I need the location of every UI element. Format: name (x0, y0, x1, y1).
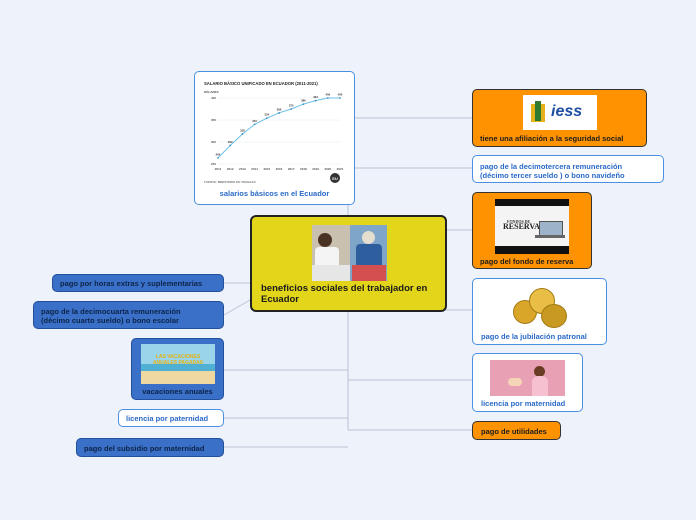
fondos-logo-main: RESERVA (503, 222, 540, 231)
data-point (290, 108, 293, 110)
decimocuarta-label: pago de la decimocuarta remuneración (dé… (41, 307, 181, 325)
x-tick-label: 2015 (263, 167, 270, 171)
x-tick-label: 2016 (276, 167, 283, 171)
fondos-reserva-image: FONDOS DE RESERVA (495, 199, 569, 254)
chart-grid (218, 97, 340, 165)
vacaciones-label: vacaciones anuales (142, 387, 213, 396)
data-point (278, 112, 280, 114)
paternidad-label: licencia por paternidad (126, 414, 209, 423)
paternidad-node[interactable]: licencia por paternidad (118, 409, 224, 427)
data-point (314, 99, 317, 102)
vacaciones-node[interactable]: LAS VACACIONES ANUALES PAGADAS vacacione… (131, 338, 224, 400)
jubilacion-node[interactable]: pago de la jubilación patronal (472, 278, 607, 345)
y-tick-label: 400 (211, 96, 216, 100)
x-tick-label: 2013 (239, 167, 246, 171)
data-point (339, 97, 341, 99)
decimotercera-label: pago de la decimotercera remuneración (d… (480, 162, 625, 180)
salarios-caption: salarios básicos en el Ecuador (219, 189, 330, 198)
data-label: 340 (252, 119, 257, 123)
iess-label: tiene una afiliación a la seguridad soci… (480, 134, 624, 143)
x-tick-label: 2020 (324, 167, 331, 171)
subsidio-maternidad-node[interactable]: pago del subsidio por maternidad (76, 438, 224, 457)
central-title: beneficios sociales del trabajador en Ec… (261, 283, 428, 305)
x-tick-label: 2011 (215, 167, 222, 171)
data-label: 375 (289, 104, 294, 108)
data-label: 264 (216, 152, 221, 156)
data-point (326, 97, 329, 99)
salary-chart-unit: DÓLARES (204, 89, 219, 94)
utilidades-label: pago de utilidades (481, 427, 547, 436)
x-tick-label: 2021 (337, 167, 344, 171)
data-point (265, 117, 268, 120)
data-point (253, 123, 256, 126)
jubilacion-label: pago de la jubilación patronal (481, 332, 587, 341)
y-tick-label: 350 (211, 118, 216, 122)
licencia-maternidad-label: licencia por maternidad (481, 399, 566, 408)
workers-photo (312, 225, 387, 281)
data-label: 292 (228, 140, 233, 144)
data-point (217, 156, 219, 159)
eu-badge-icon (330, 173, 340, 183)
data-point (241, 133, 244, 135)
x-tick-label: 2017 (288, 167, 295, 171)
chart-series: 264 292 318 340 354 366 375 386 394 400 400 (216, 93, 343, 159)
data-label: 394 (313, 95, 318, 99)
x-tick-label: 2012 (227, 167, 234, 171)
data-point (302, 103, 305, 106)
data-label: 354 (264, 113, 269, 117)
salarios-card[interactable]: SALARIO BÁSICO UNIFICADO EN ECUADOR (201… (194, 71, 355, 205)
vacaciones-image: LAS VACACIONES ANUALES PAGADAS (141, 344, 215, 384)
salary-chart: SALARIO BÁSICO UNIFICADO EN ECUADOR (201… (204, 81, 344, 184)
fondo-reserva-label: pago del fondo de reserva (480, 257, 574, 266)
salary-chart-source: FUENTE: MINISTERIO DE TRABAJO (204, 180, 256, 184)
fondo-reserva-node[interactable]: FONDOS DE RESERVA pago del fondo de rese… (472, 192, 592, 269)
utilidades-node[interactable]: pago de utilidades (472, 421, 561, 440)
licencia-maternidad-node[interactable]: licencia por maternidad (472, 353, 583, 412)
coins-image (505, 284, 571, 329)
decimotercera-node[interactable]: pago de la decimotercera remuneración (d… (472, 155, 664, 183)
data-label: 366 (277, 107, 282, 111)
y-tick-label: 300 (211, 140, 216, 144)
x-tick-label: 2018 (300, 167, 307, 171)
horas-extras-label: pago por horas extras y suplementarias (60, 279, 203, 288)
decimocuarta-node[interactable]: pago de la decimocuarta remuneración (dé… (33, 301, 224, 329)
data-label: 386 (301, 99, 306, 103)
salary-chart-title: SALARIO BÁSICO UNIFICADO EN ECUADOR (201… (204, 81, 318, 86)
data-label: 400 (338, 93, 343, 97)
horas-extras-node[interactable]: pago por horas extras y suplementarias (52, 274, 224, 292)
x-tick-label: 2019 (312, 167, 319, 171)
maternity-image (490, 360, 565, 396)
iess-node[interactable]: iess tiene una afiliación a la seguridad… (472, 89, 647, 147)
chart-ticks: 250 300 350 400 2011 2012 2013 2014 2015 2016 2017… (211, 96, 344, 171)
data-point (229, 144, 232, 147)
y-tick-label: 250 (211, 162, 216, 166)
iess-logo-image: iess (523, 95, 597, 130)
fondos-logo-top: FONDOS DE (507, 219, 531, 224)
eu-badge-text: EU (332, 176, 338, 181)
x-tick-label: 2014 (251, 167, 258, 171)
vacaciones-image-text: LAS VACACIONES ANUALES PAGADAS (152, 354, 204, 366)
iess-logo-text: iess (551, 103, 583, 120)
central-topic[interactable]: beneficios sociales del trabajador en Ec… (250, 215, 447, 312)
data-label: 318 (240, 129, 245, 133)
data-label: 400 (325, 93, 330, 97)
subsidio-maternidad-label: pago del subsidio por maternidad (84, 444, 205, 453)
